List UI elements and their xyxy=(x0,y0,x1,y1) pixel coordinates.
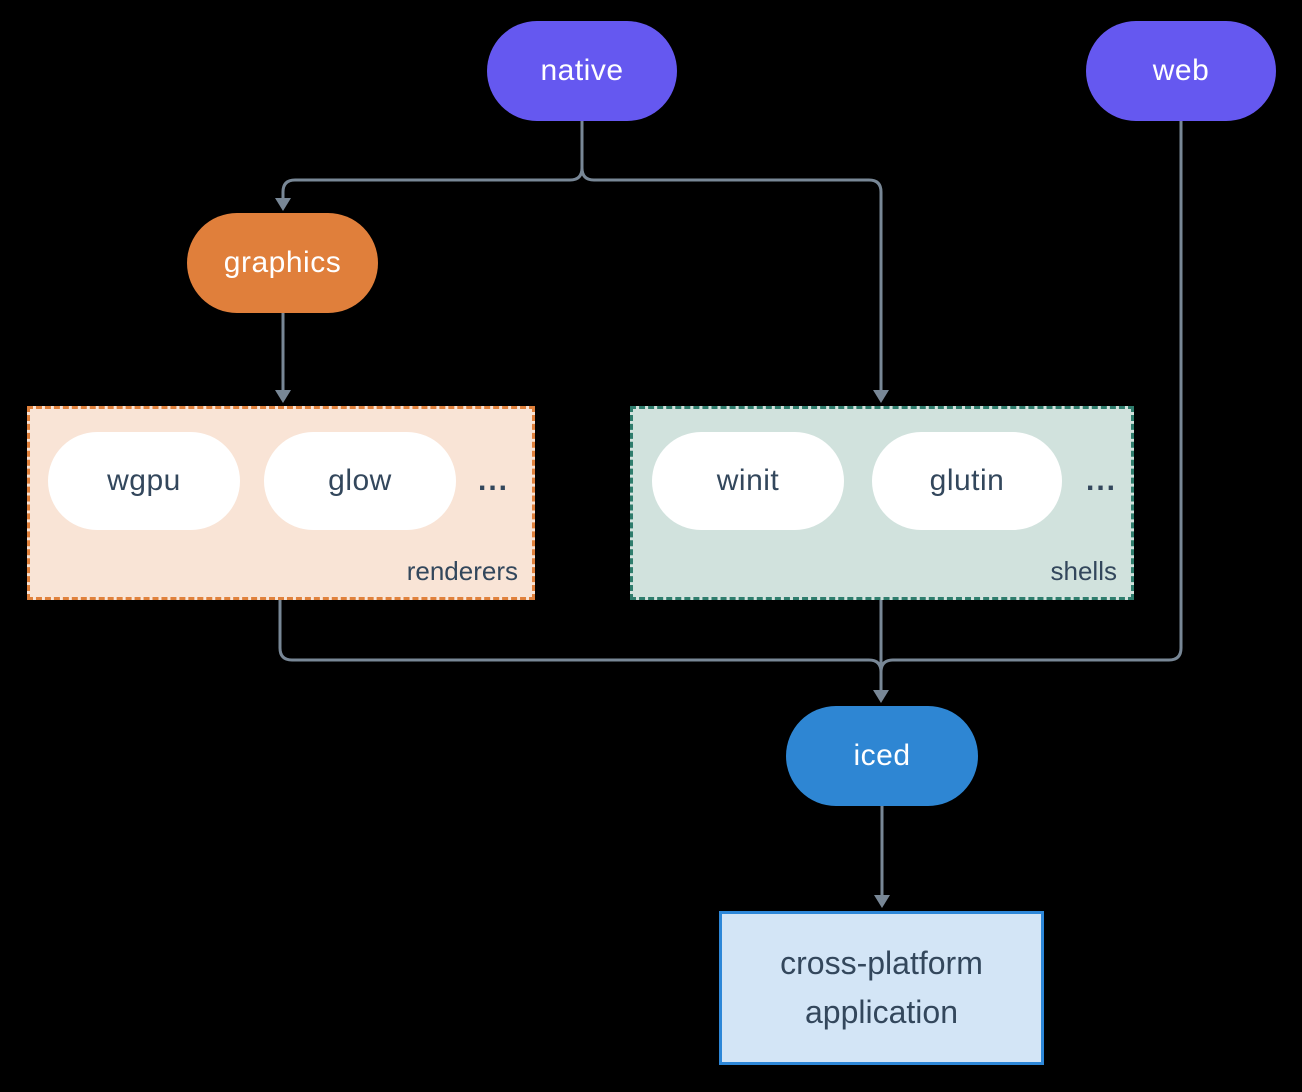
renderers-group-label: renderers xyxy=(406,556,518,586)
node-glutin-label: glutin xyxy=(929,464,1005,497)
group-shells: winit glutin ... shells xyxy=(630,406,1134,600)
edge-native-shells xyxy=(580,121,883,390)
shells-ellipsis: ... xyxy=(1086,464,1118,497)
node-winit: winit xyxy=(652,432,844,530)
shells-group-label: shells xyxy=(1050,556,1117,586)
node-web: web xyxy=(1086,21,1276,121)
node-graphics-label: graphics xyxy=(223,246,342,279)
group-renderers: wgpu glow ... renderers xyxy=(27,406,535,600)
node-glow-label: glow xyxy=(328,464,392,497)
node-glutin: glutin xyxy=(872,432,1062,530)
arrowhead-iced xyxy=(873,690,889,703)
node-graphics: graphics xyxy=(187,213,378,313)
node-native: native xyxy=(487,21,677,121)
edge-renderers-iced xyxy=(278,600,883,688)
node-winit-label: winit xyxy=(716,464,780,497)
node-cross-platform-application: cross-platform application xyxy=(719,911,1044,1065)
application-label-line1: cross-platform xyxy=(780,945,983,981)
renderers-ellipsis: ... xyxy=(478,464,510,497)
node-native-label: native xyxy=(540,54,624,87)
arrowhead-graphics xyxy=(275,198,291,211)
node-glow: glow xyxy=(264,432,456,530)
node-iced-label: iced xyxy=(853,739,911,772)
node-web-label: web xyxy=(1152,54,1210,87)
node-iced: iced xyxy=(786,706,978,806)
node-wgpu: wgpu xyxy=(48,432,240,530)
application-label-line2: application xyxy=(805,994,958,1030)
node-wgpu-label: wgpu xyxy=(107,464,181,497)
edge-native-graphics xyxy=(281,121,584,198)
arrowhead-shells xyxy=(873,390,889,403)
edge-web-iced xyxy=(879,121,1183,688)
arrowhead-application xyxy=(874,895,890,908)
arrowhead-renderers xyxy=(275,390,291,403)
